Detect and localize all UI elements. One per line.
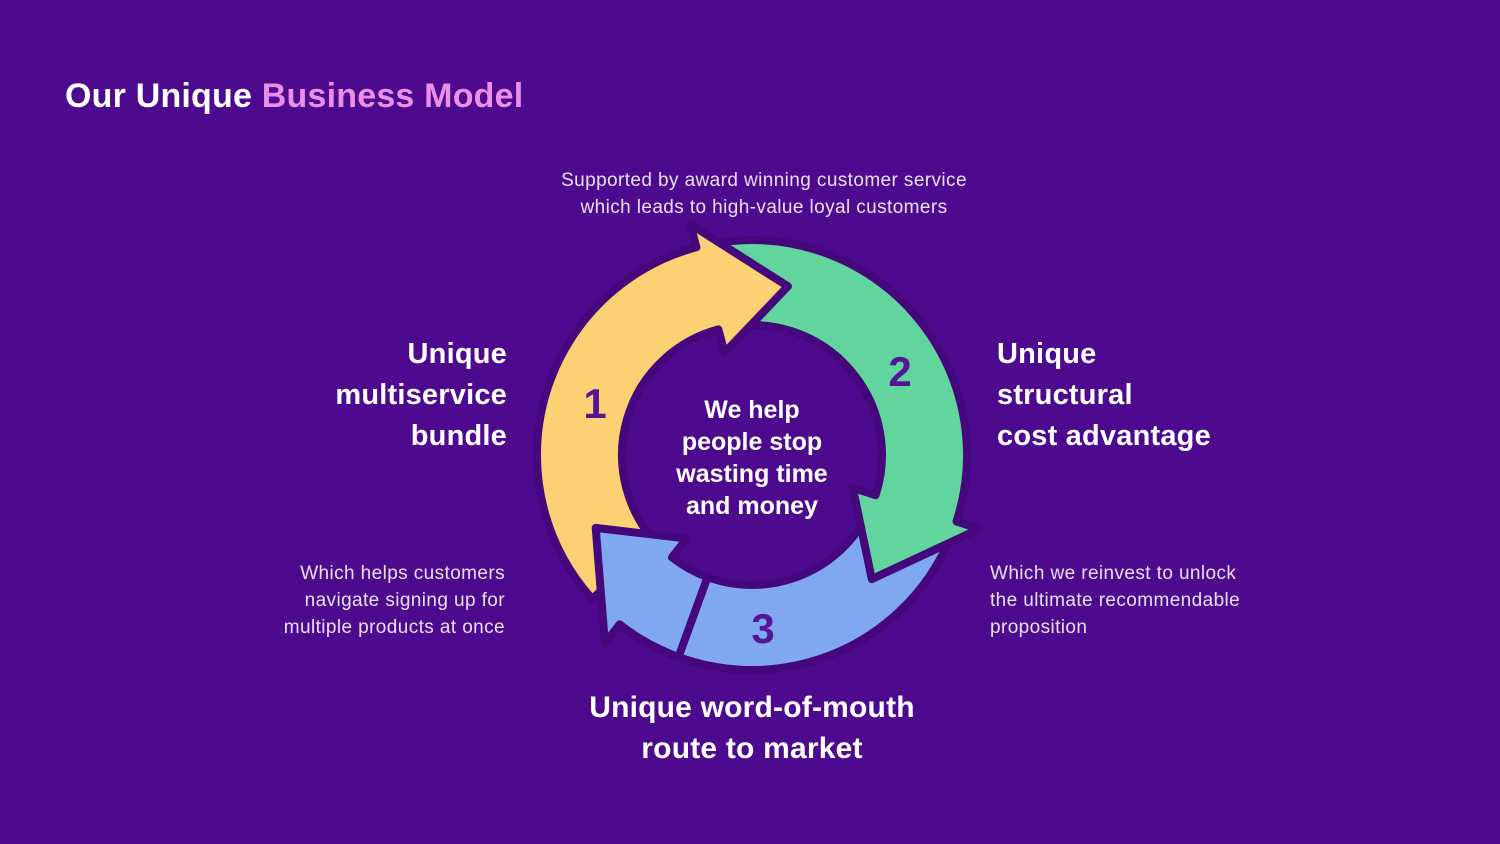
label-step-1-line: Unique <box>407 338 507 370</box>
caption-top-line: which leads to high-value loyal customer… <box>580 197 948 218</box>
caption-step-1-line: navigate signing up for <box>304 590 505 611</box>
title-prefix: Our Unique <box>65 77 262 115</box>
caption-step-2: Which we reinvest to unlock the ultimate… <box>990 560 1300 641</box>
cycle-arrow-2 <box>710 236 984 584</box>
label-step-2-line: Unique <box>997 338 1097 370</box>
caption-step-1-line: multiple products at once <box>283 617 505 638</box>
caption-step-1: Which helps customers navigate signing u… <box>205 560 505 641</box>
center-text-line: and money <box>686 492 818 520</box>
label-step-1-line: multiservice <box>335 379 507 411</box>
caption-top-line: Supported by award winning customer serv… <box>561 170 967 191</box>
label-step-3: Unique word-of-mouth route to market <box>512 687 992 769</box>
label-step-2-line: cost advantage <box>997 420 1211 452</box>
cycle-arrow-3-head <box>591 523 712 661</box>
center-text-line: We help <box>704 396 800 424</box>
step-number-3: 3 <box>751 605 775 652</box>
caption-step-2-line: proposition <box>990 617 1088 638</box>
caption-step-2-line: Which we reinvest to unlock <box>990 563 1237 584</box>
page-title: Our Unique Business Model <box>65 76 523 116</box>
cycle-arrow-1 <box>532 220 792 603</box>
cycle-center-text: We help people stop wasting time and mon… <box>632 394 872 522</box>
label-step-1-line: bundle <box>410 420 507 452</box>
caption-top: Supported by award winning customer serv… <box>464 167 1064 221</box>
step-number-1: 1 <box>583 380 607 427</box>
center-text-line: people stop <box>681 428 823 456</box>
label-step-3-line: Unique word-of-mouth <box>589 691 915 724</box>
cycle-diagram <box>532 220 984 674</box>
caption-step-2-line: the ultimate recommendable <box>990 590 1241 611</box>
label-step-2-line: structural <box>997 379 1133 411</box>
label-step-3-line: route to market <box>641 732 863 765</box>
caption-step-1-line: Which helps customers <box>300 563 505 584</box>
center-text-line: wasting time <box>676 460 828 488</box>
label-step-2: Unique structural cost advantage <box>997 334 1327 457</box>
label-step-1: Unique multiservice bundle <box>197 334 507 457</box>
step-number-2: 2 <box>888 348 912 395</box>
title-highlight: Business Model <box>261 77 524 115</box>
